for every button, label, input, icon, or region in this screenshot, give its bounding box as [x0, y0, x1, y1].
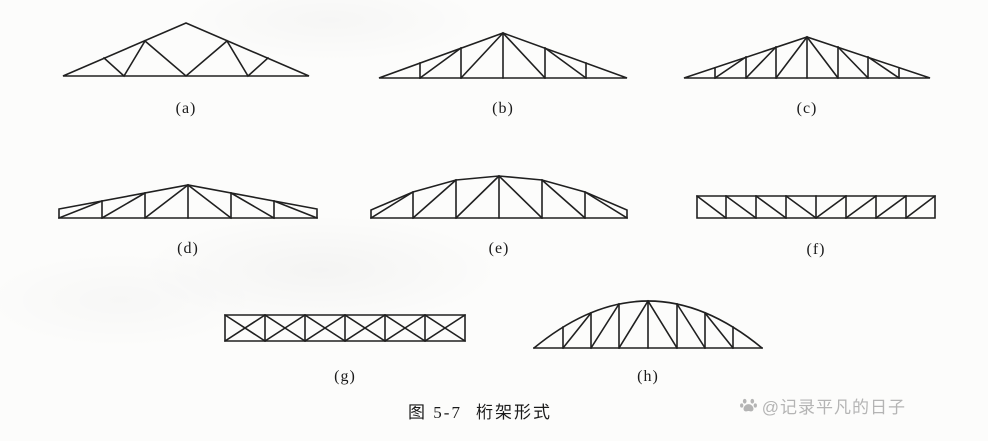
truss-label-d: (d) [177, 240, 199, 257]
truss-block-g: (g) [224, 314, 466, 386]
truss-block-b: (b) [378, 30, 628, 118]
watermark-text: @记录平凡的日子 [761, 398, 906, 417]
truss-label-g: (g) [334, 368, 356, 385]
truss-e-diagram [370, 174, 628, 220]
truss-block-d: (d) [58, 168, 318, 258]
truss-label-a: (a) [175, 100, 197, 117]
truss-d-diagram [58, 183, 318, 220]
truss-h-diagram [533, 299, 763, 350]
figure-title: 桁架形式 [475, 403, 552, 422]
figure-caption: 图 5-7 桁架形式 [380, 398, 580, 423]
truss-f-diagram [696, 195, 936, 219]
truss-a-diagram [62, 22, 310, 78]
truss-label-b: (b) [492, 100, 514, 117]
truss-g-diagram [224, 314, 466, 342]
paw-icon [739, 398, 757, 412]
truss-label-f: (f) [806, 241, 826, 258]
truss-block-e: (e) [370, 170, 628, 258]
truss-label-c: (c) [796, 100, 818, 117]
truss-block-c: (c) [683, 34, 931, 118]
watermark: @记录平凡的日子 [739, 393, 906, 418]
figure-number: 图 5-7 [408, 403, 462, 422]
truss-label-h: (h) [637, 368, 659, 385]
truss-label-e: (e) [488, 240, 510, 257]
truss-b-diagram [378, 31, 628, 80]
truss-block-h: (h) [533, 294, 763, 386]
truss-c-diagram [683, 35, 931, 80]
truss-block-a: (a) [62, 20, 310, 118]
truss-block-f: (f) [696, 195, 936, 259]
